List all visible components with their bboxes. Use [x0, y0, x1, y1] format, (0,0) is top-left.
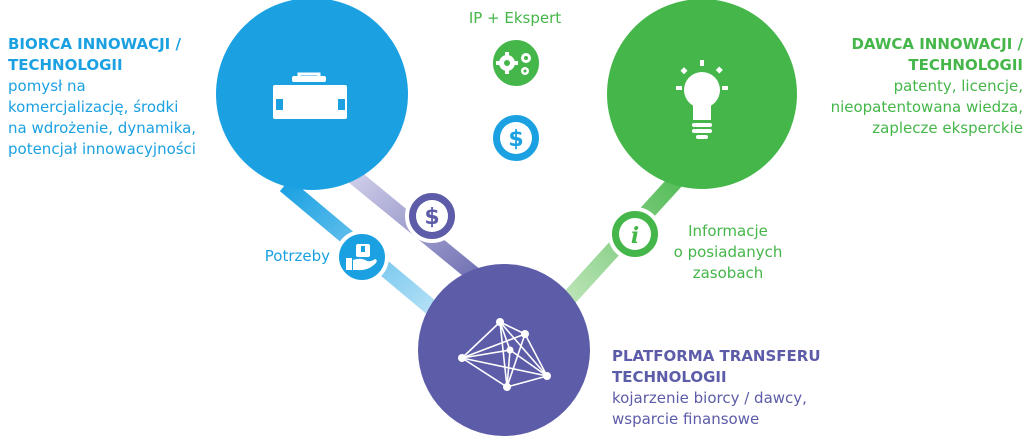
lightbulb-icon	[676, 60, 728, 139]
network-nodes	[458, 318, 551, 391]
info-badge: i	[608, 207, 662, 261]
dollar-badge-top: $	[489, 111, 543, 165]
dawca-desc-line3: zaplecze eksperckie	[872, 119, 1023, 137]
info-label-line2: o posiadanych	[673, 243, 783, 261]
dollar-badge-diagonal: $	[405, 189, 459, 243]
platforma-title-line1: PLATFORMA TRANSFERU	[612, 347, 821, 365]
biorca-text: BIORCA INNOWACJI / TECHNOLOGII pomysł na…	[8, 34, 238, 160]
gears-icon	[496, 52, 531, 75]
platforma-text: PLATFORMA TRANSFERU TECHNOLOGII kojarzen…	[612, 346, 872, 430]
biorca-desc-line1: pomysł na	[8, 77, 86, 95]
info-icon: i	[631, 223, 639, 249]
biorca-title-line2: TECHNOLOGII	[8, 56, 123, 74]
hand-box-icon	[346, 244, 377, 271]
briefcase-icon	[273, 72, 347, 119]
needs-label: Potrzeby	[264, 247, 330, 265]
dawca-text: DAWCA INNOWACJI / TECHNOLOGII patenty, l…	[800, 34, 1023, 139]
info-label-line3: zasobach	[692, 264, 764, 282]
needs-badge	[335, 230, 389, 284]
dollar-icon: $	[508, 127, 523, 152]
platforma-circle	[418, 264, 590, 436]
platforma-title-line2: TECHNOLOGII	[612, 368, 727, 386]
gears-badge	[489, 36, 543, 90]
ip-expert-label: IP + Ekspert	[468, 9, 562, 27]
network-icon	[461, 321, 548, 388]
dawca-title-line2: TECHNOLOGII	[908, 56, 1023, 74]
dawca-desc-line2: nieopatentowana wiedza,	[830, 98, 1023, 116]
biorca-title-line1: BIORCA INNOWACJI /	[8, 35, 181, 53]
platforma-desc-line1: kojarzenie biorcy / dawcy,	[612, 389, 807, 407]
info-label-line1: Informacje	[688, 222, 768, 240]
dollar-icon: $	[424, 205, 439, 230]
dawca-desc-line1: patenty, licencje,	[893, 77, 1023, 95]
info-label: Informacje o posiadanych zasobach	[663, 221, 793, 284]
platforma-desc-line2: wsparcie finansowe	[612, 410, 760, 428]
biorca-desc-line4: potencjał innowacyjności	[8, 140, 196, 158]
biorca-desc-line3: na wdrożenie, dynamika,	[8, 119, 197, 137]
dawca-title-line1: DAWCA INNOWACJI /	[851, 35, 1023, 53]
biorca-desc-line2: komercjalizację, środki	[8, 98, 179, 116]
